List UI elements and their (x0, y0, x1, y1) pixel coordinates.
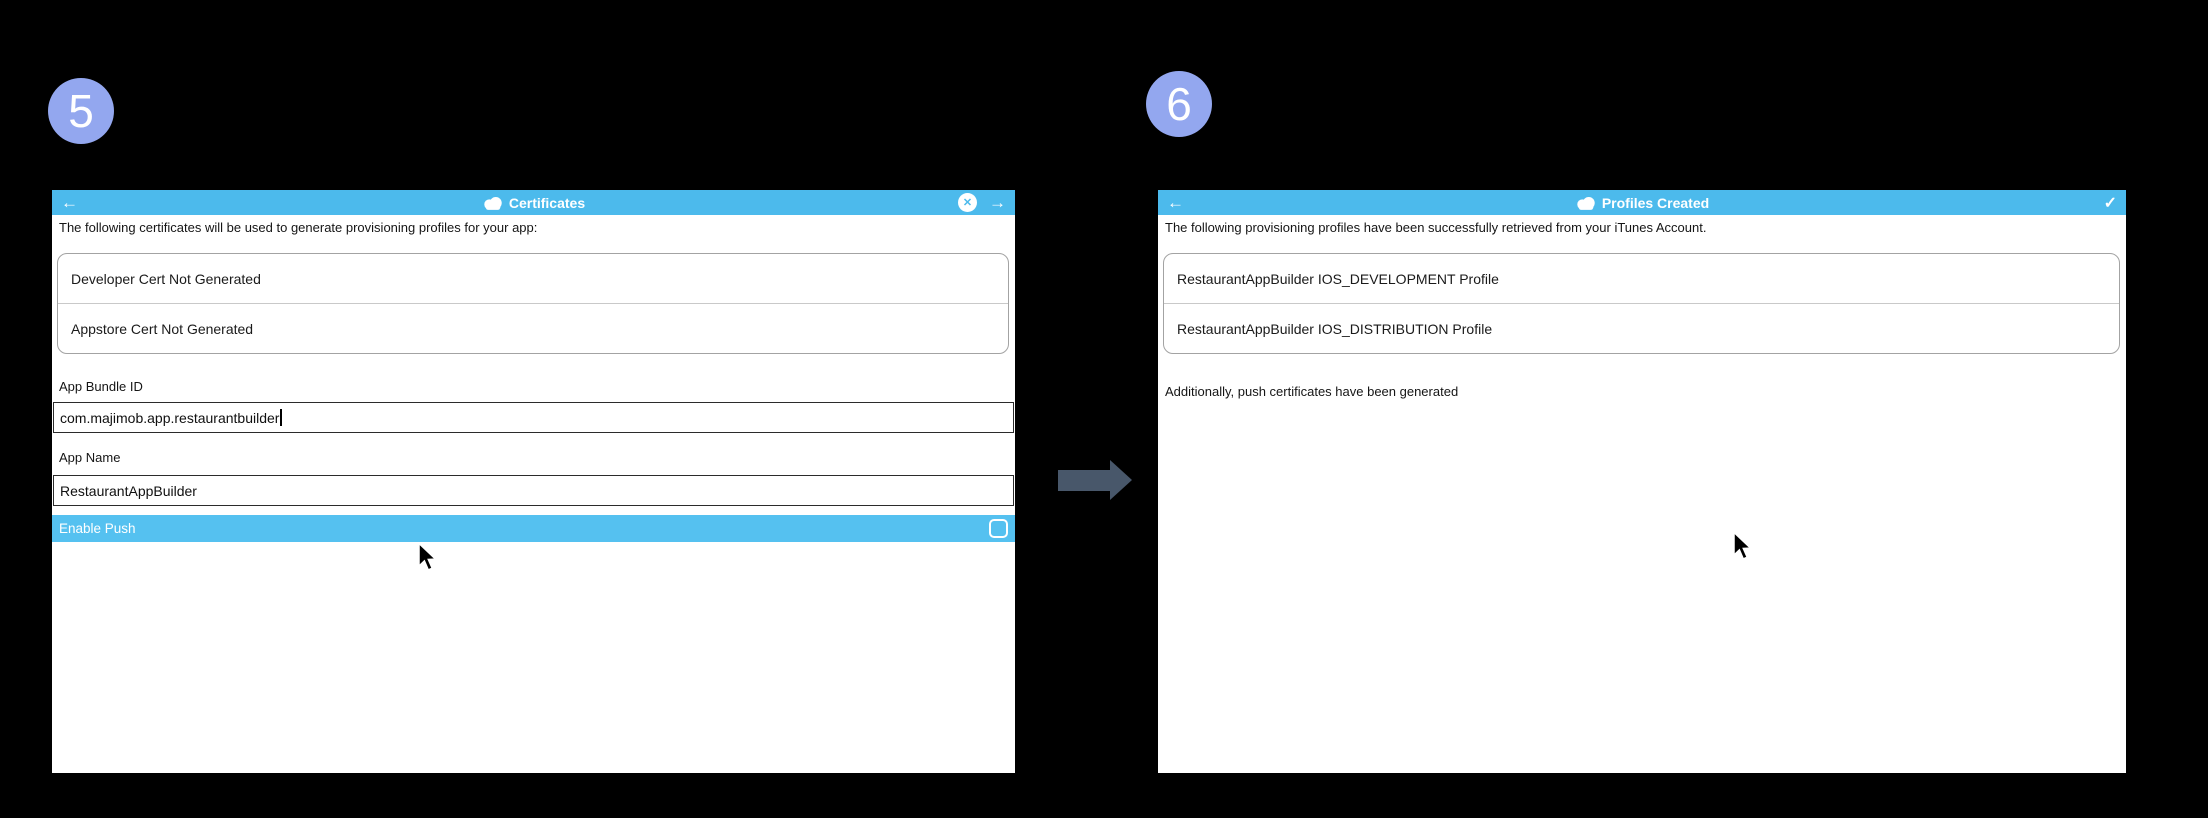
profiles-instruction: The following provisioning profiles have… (1165, 220, 1707, 235)
app-name-label: App Name (59, 450, 121, 465)
back-arrow-icon[interactable]: ← (61, 193, 78, 212)
app-bundle-id-value: com.majimob.app.restaurantbuilder (60, 409, 280, 426)
flow-arrow-head-icon (1110, 460, 1132, 500)
step-badge-6: 6 (1146, 71, 1212, 137)
profiles-created-dialog: ← Profiles Created ✓ The following provi… (1158, 190, 2126, 773)
certificates-titlebar: ← Certificates ✕ → (52, 190, 1015, 215)
push-certificates-note: Additionally, push certificates have bee… (1165, 384, 1459, 399)
close-icon[interactable]: ✕ (958, 193, 977, 212)
back-arrow-icon[interactable]: ← (1167, 193, 1184, 212)
cloud-icon (1577, 196, 1595, 210)
cloud-icon (484, 196, 502, 210)
certificates-dialog: ← Certificates ✕ → The following certifi… (52, 190, 1015, 773)
app-name-input[interactable]: RestaurantAppBuilder (53, 475, 1014, 506)
list-item-distribution-profile[interactable]: RestaurantAppBuilder IOS_DISTRIBUTION Pr… (1177, 321, 1493, 337)
flow-arrow (1058, 470, 1110, 491)
profiles-titlebar: ← Profiles Created ✓ (1158, 190, 2126, 215)
dialog-title: Certificates (508, 194, 586, 211)
list-item-appstore-cert[interactable]: Appstore Cert Not Generated (71, 321, 254, 337)
confirm-check-icon[interactable]: ✓ (2103, 194, 2117, 212)
app-name-value: RestaurantAppBuilder (60, 482, 197, 499)
certificates-instruction: The following certificates will be used … (59, 220, 538, 235)
list-item-developer-cert[interactable]: Developer Cert Not Generated (58, 254, 1008, 304)
text-caret (280, 409, 283, 426)
step-badge-5: 5 (48, 78, 114, 144)
list-item-development-profile[interactable]: RestaurantAppBuilder IOS_DEVELOPMENT Pro… (1164, 254, 2119, 304)
app-bundle-id-label: App Bundle ID (59, 379, 143, 394)
enable-push-row[interactable]: Enable Push (52, 515, 1015, 542)
enable-push-label: Enable Push (59, 521, 136, 536)
enable-push-checkbox[interactable] (989, 519, 1008, 538)
certificates-list: Developer Cert Not Generated Appstore Ce… (57, 253, 1009, 354)
app-bundle-id-input[interactable]: com.majimob.app.restaurantbuilder (53, 402, 1014, 433)
dialog-title: Profiles Created (1601, 194, 1710, 211)
forward-arrow-icon[interactable]: → (989, 193, 1006, 212)
profiles-list: RestaurantAppBuilder IOS_DEVELOPMENT Pro… (1163, 253, 2120, 354)
